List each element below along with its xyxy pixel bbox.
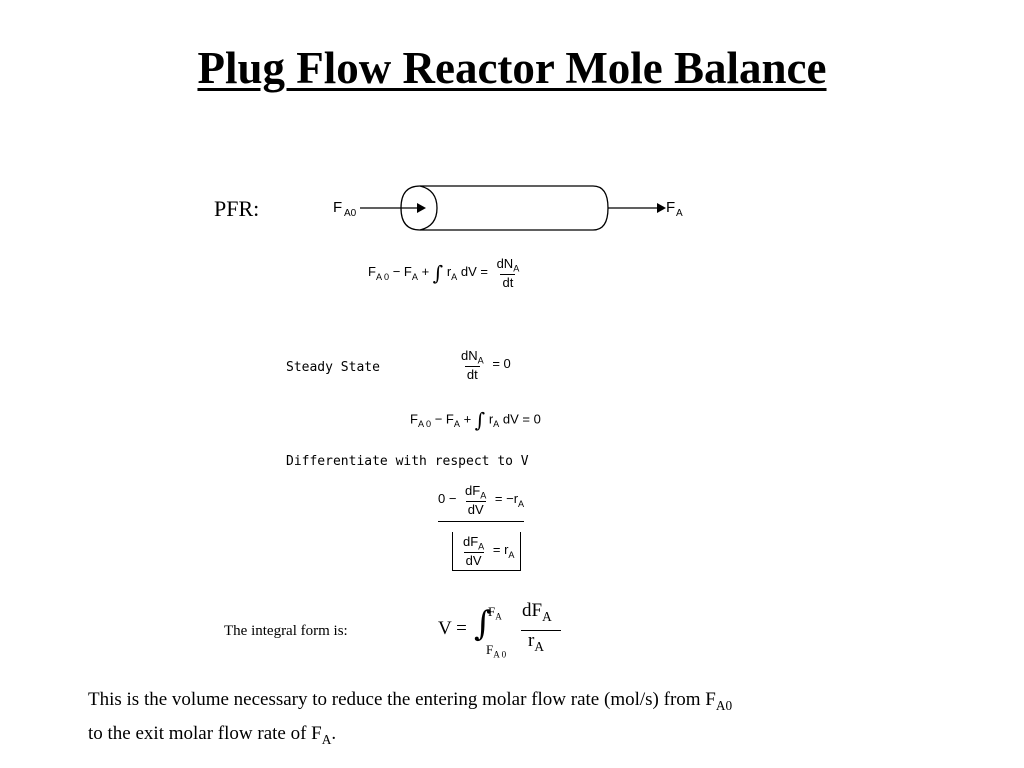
inlet-subscript: A0	[344, 208, 357, 219]
reactor-tube	[400, 185, 609, 231]
inlet-label: F	[333, 199, 342, 216]
integral-sign: ∫	[474, 408, 486, 432]
differentiate-label: Differentiate with respect to V	[286, 454, 529, 469]
integral-sign: ∫	[432, 260, 444, 285]
integral-form-equation: V = ∫ FA FA 0 dFA rA	[438, 600, 578, 666]
pfr-diagram: F A0 F A	[333, 185, 683, 231]
steady-state-label: Steady State	[286, 360, 380, 375]
outlet-label: F	[666, 199, 675, 216]
inlet-arrowhead	[417, 203, 426, 213]
page-title: Plug Flow Reactor Mole Balance	[197, 43, 827, 93]
steady-state-balance: FA 0 − FA + ∫ rA dV = 0	[410, 408, 541, 432]
description-line-1: This is the volume necessary to reduce t…	[88, 689, 733, 713]
outlet-subscript: A	[676, 208, 683, 219]
differentiated-equation: 0 − dFA dV = −rA	[438, 483, 525, 522]
volume-description: This is the volume necessary to reduce t…	[88, 686, 968, 754]
general-mole-balance: FA 0 − FA + ∫ rA dV = dNA dt	[368, 256, 520, 290]
reactor-end-cap	[419, 185, 438, 231]
boxed-design-equation: dFA dV = rA	[452, 532, 521, 571]
outlet-arrowhead	[657, 203, 666, 213]
dna-dt-fraction: dNA dt	[496, 256, 520, 290]
description-line-2: to the exit molar flow rate of FA.	[88, 722, 337, 747]
integral-form-label: The integral form is:	[224, 623, 348, 639]
steady-state-equation: dNA dt = 0	[461, 348, 511, 382]
integral-sign: ∫	[474, 604, 492, 644]
pfr-label: PFR:	[214, 196, 260, 221]
